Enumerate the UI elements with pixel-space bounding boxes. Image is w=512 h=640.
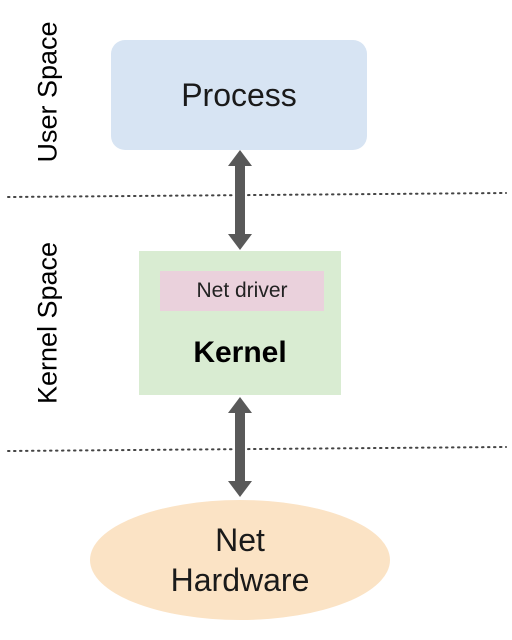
kernel-hardware-arrow <box>228 397 252 497</box>
process-box: Process <box>111 40 367 150</box>
kernel-label: Kernel <box>193 336 287 369</box>
user-space-label: User Space <box>32 21 63 163</box>
kernel-hardware-divider <box>7 446 507 452</box>
kernel-space-label: Kernel Space <box>32 241 63 405</box>
process-kernel-arrow <box>228 150 252 250</box>
net-driver-box: Net driver <box>160 271 324 311</box>
net-driver-label: Net driver <box>196 279 288 302</box>
net-hardware-ellipse: Net Hardware <box>90 500 390 620</box>
process-label: Process <box>181 76 297 113</box>
kernel-box: Net driver Kernel <box>139 251 341 395</box>
net-hardware-label-line2: Hardware <box>170 562 310 598</box>
user-kernel-divider <box>7 192 507 198</box>
net-hardware-label-line1: Net <box>215 522 265 558</box>
